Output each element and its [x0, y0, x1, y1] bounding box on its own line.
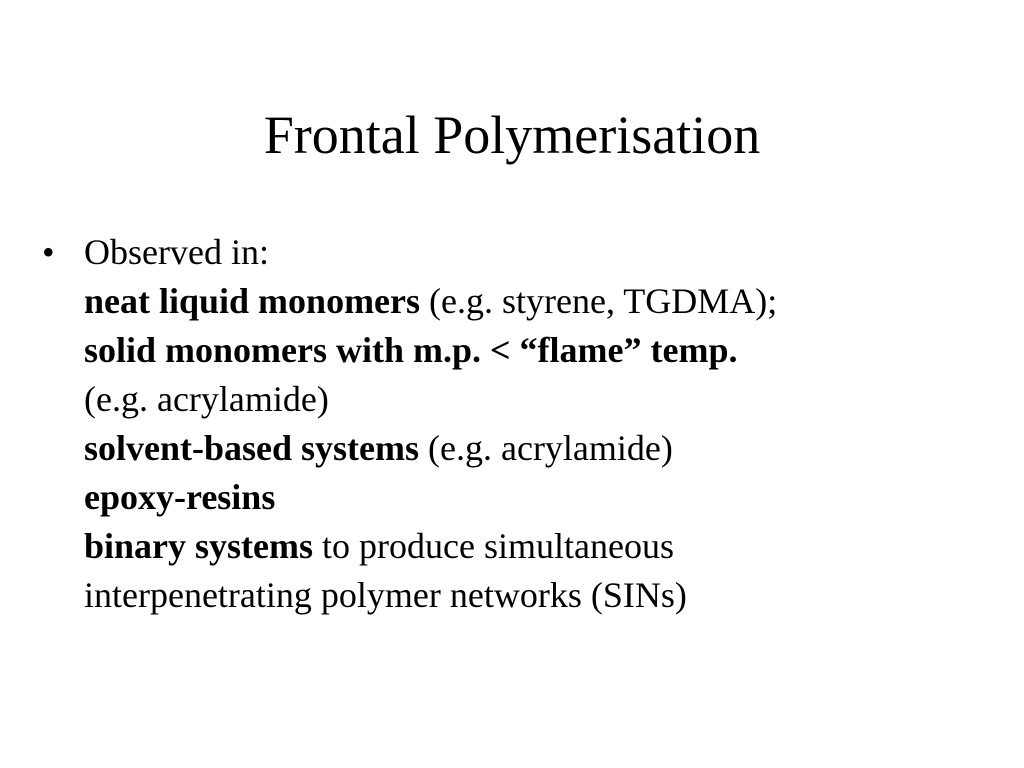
bullet-item: • Observed in: neat liquid monomers (e.g…: [42, 228, 982, 620]
example-text: interpenetrating polymer networks (SINs): [84, 575, 687, 615]
example-text: (e.g. styrene, TGDMA);: [420, 281, 778, 321]
bullet-line-solid-monomers-example: (e.g. acrylamide): [84, 375, 982, 424]
bullet-line-solid-monomers: solid monomers with m.p. < “flame” temp.: [84, 326, 982, 375]
bullet-marker: •: [42, 232, 55, 272]
bullet-intro: Observed in:: [84, 232, 269, 272]
bullet-line-epoxy-resins: epoxy-resins: [84, 473, 982, 522]
bullet-line-solvent-based-systems: solvent-based systems (e.g. acrylamide): [84, 424, 982, 473]
slide-content: • Observed in: neat liquid monomers (e.g…: [42, 228, 982, 620]
bullet-line-binary-systems: binary systems to produce simultaneous: [84, 522, 982, 571]
example-text: (e.g. acrylamide): [419, 428, 673, 468]
bullet-body: Observed in: neat liquid monomers (e.g. …: [84, 228, 982, 620]
example-text: to produce simultaneous: [313, 526, 674, 566]
bold-term: binary systems: [84, 526, 314, 566]
bold-term: solid monomers with m.p. < “flame” temp.: [84, 330, 738, 370]
bullet-line-neat-liquid-monomers: neat liquid monomers (e.g. styrene, TGDM…: [84, 277, 982, 326]
slide-title: Frontal Polymerisation: [263, 105, 761, 165]
bullet-line-binary-systems-continued: interpenetrating polymer networks (SINs): [84, 571, 982, 620]
bold-term: solvent-based systems: [84, 428, 420, 468]
bold-term: neat liquid monomers: [84, 281, 421, 321]
example-text: (e.g. acrylamide): [84, 379, 329, 419]
bold-term: epoxy-resins: [84, 477, 276, 517]
